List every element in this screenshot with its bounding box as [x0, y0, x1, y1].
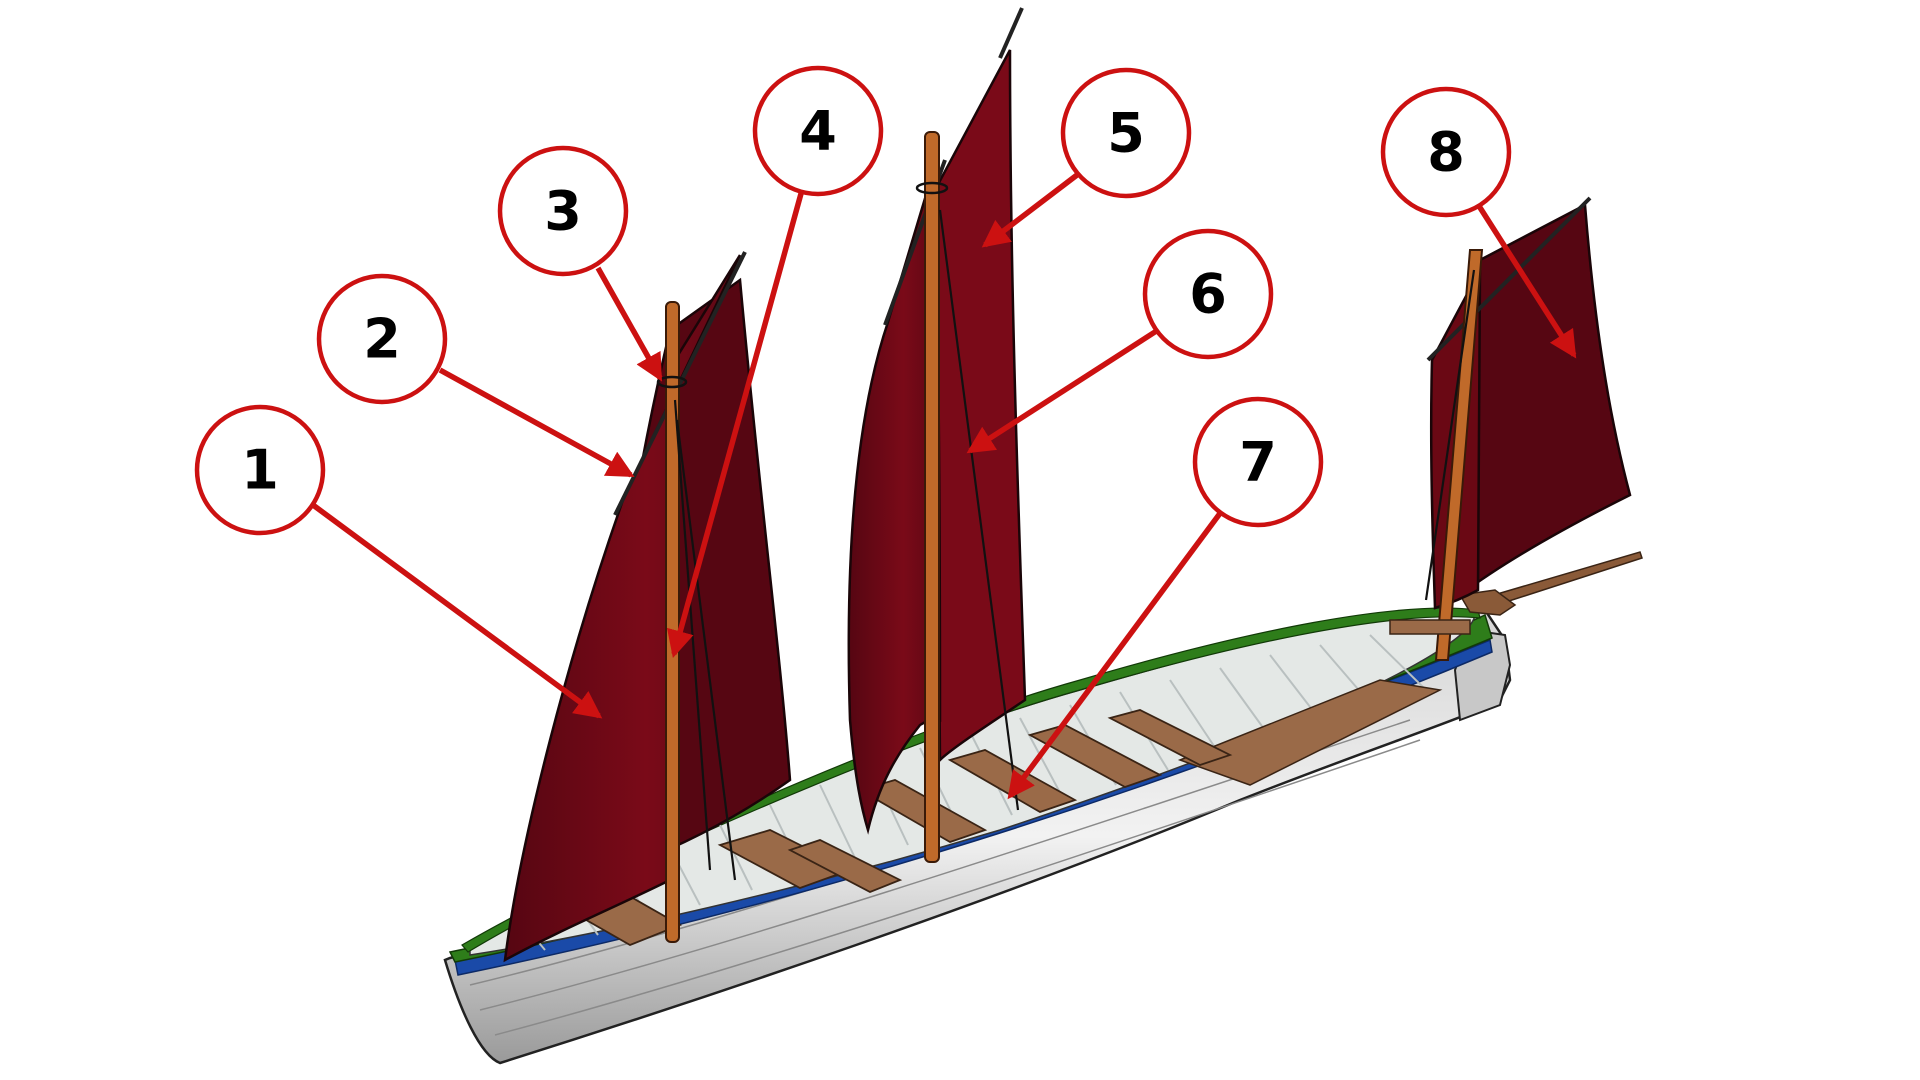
callout-4: 4 [666, 65, 884, 658]
callout-arrow-8 [1476, 204, 1577, 359]
callout-circle-2 [316, 273, 448, 405]
callout-label-2: 2 [363, 308, 401, 371]
callout-7: 7 [1007, 396, 1324, 800]
fore-stay [675, 419, 737, 881]
fore-mast-hoop [656, 375, 688, 389]
far-gunwale [461, 607, 1481, 953]
callout-1: 1 [194, 404, 603, 719]
main-mast [924, 131, 940, 863]
mizzen-yard [1426, 196, 1592, 362]
callout-arrow-5 [981, 172, 1079, 248]
hull [443, 551, 1643, 1065]
callout-label-7: 7 [1239, 431, 1277, 494]
callout-arrow-3 [595, 266, 663, 382]
callout-circle-7 [1192, 396, 1324, 528]
main-yard [998, 7, 1024, 59]
callout-arrow-1 [311, 502, 603, 719]
main-sail-back [933, 49, 1027, 763]
callout-circle-4 [752, 65, 884, 197]
callout-circle-5 [1060, 67, 1192, 199]
callout-arrow-2 [438, 367, 635, 478]
callout-arrow-4 [666, 189, 805, 658]
callout-label-8: 8 [1427, 121, 1465, 184]
callout-5: 5 [981, 67, 1192, 248]
fore-mast [665, 301, 680, 943]
mizzen-sail-back [1458, 203, 1632, 598]
callout-label-5: 5 [1107, 102, 1145, 165]
stern-deck [1177, 679, 1443, 786]
callout-circle-6 [1142, 228, 1274, 360]
fore-rig [503, 251, 792, 963]
callout-arrow-7 [1007, 510, 1224, 800]
main-sheet [938, 209, 1020, 811]
callout-6: 6 [966, 228, 1274, 454]
callout-label-3: 3 [544, 180, 582, 243]
callout-label-6: 6 [1189, 263, 1227, 326]
mizzen-stay [1424, 269, 1476, 601]
callout-circle-3 [497, 145, 629, 277]
callout-2: 2 [316, 273, 635, 478]
mizzen-rig [1389, 196, 1632, 661]
mizzen-mast [1434, 249, 1484, 661]
callout-8: 8 [1380, 86, 1577, 359]
callout-label-1: 1 [241, 439, 279, 502]
callout-arrow-6 [966, 327, 1160, 454]
callout-3: 3 [497, 145, 663, 382]
callout-circle-1 [194, 404, 326, 536]
callout-label-4: 4 [799, 100, 837, 163]
callout-circle-8 [1380, 86, 1512, 218]
main-mast-hoop [915, 181, 949, 195]
rudder-head [1458, 589, 1517, 616]
callouts: 1 2 3 4 5 6 7 [194, 65, 1577, 800]
mizzen-mast-step [1389, 619, 1471, 635]
